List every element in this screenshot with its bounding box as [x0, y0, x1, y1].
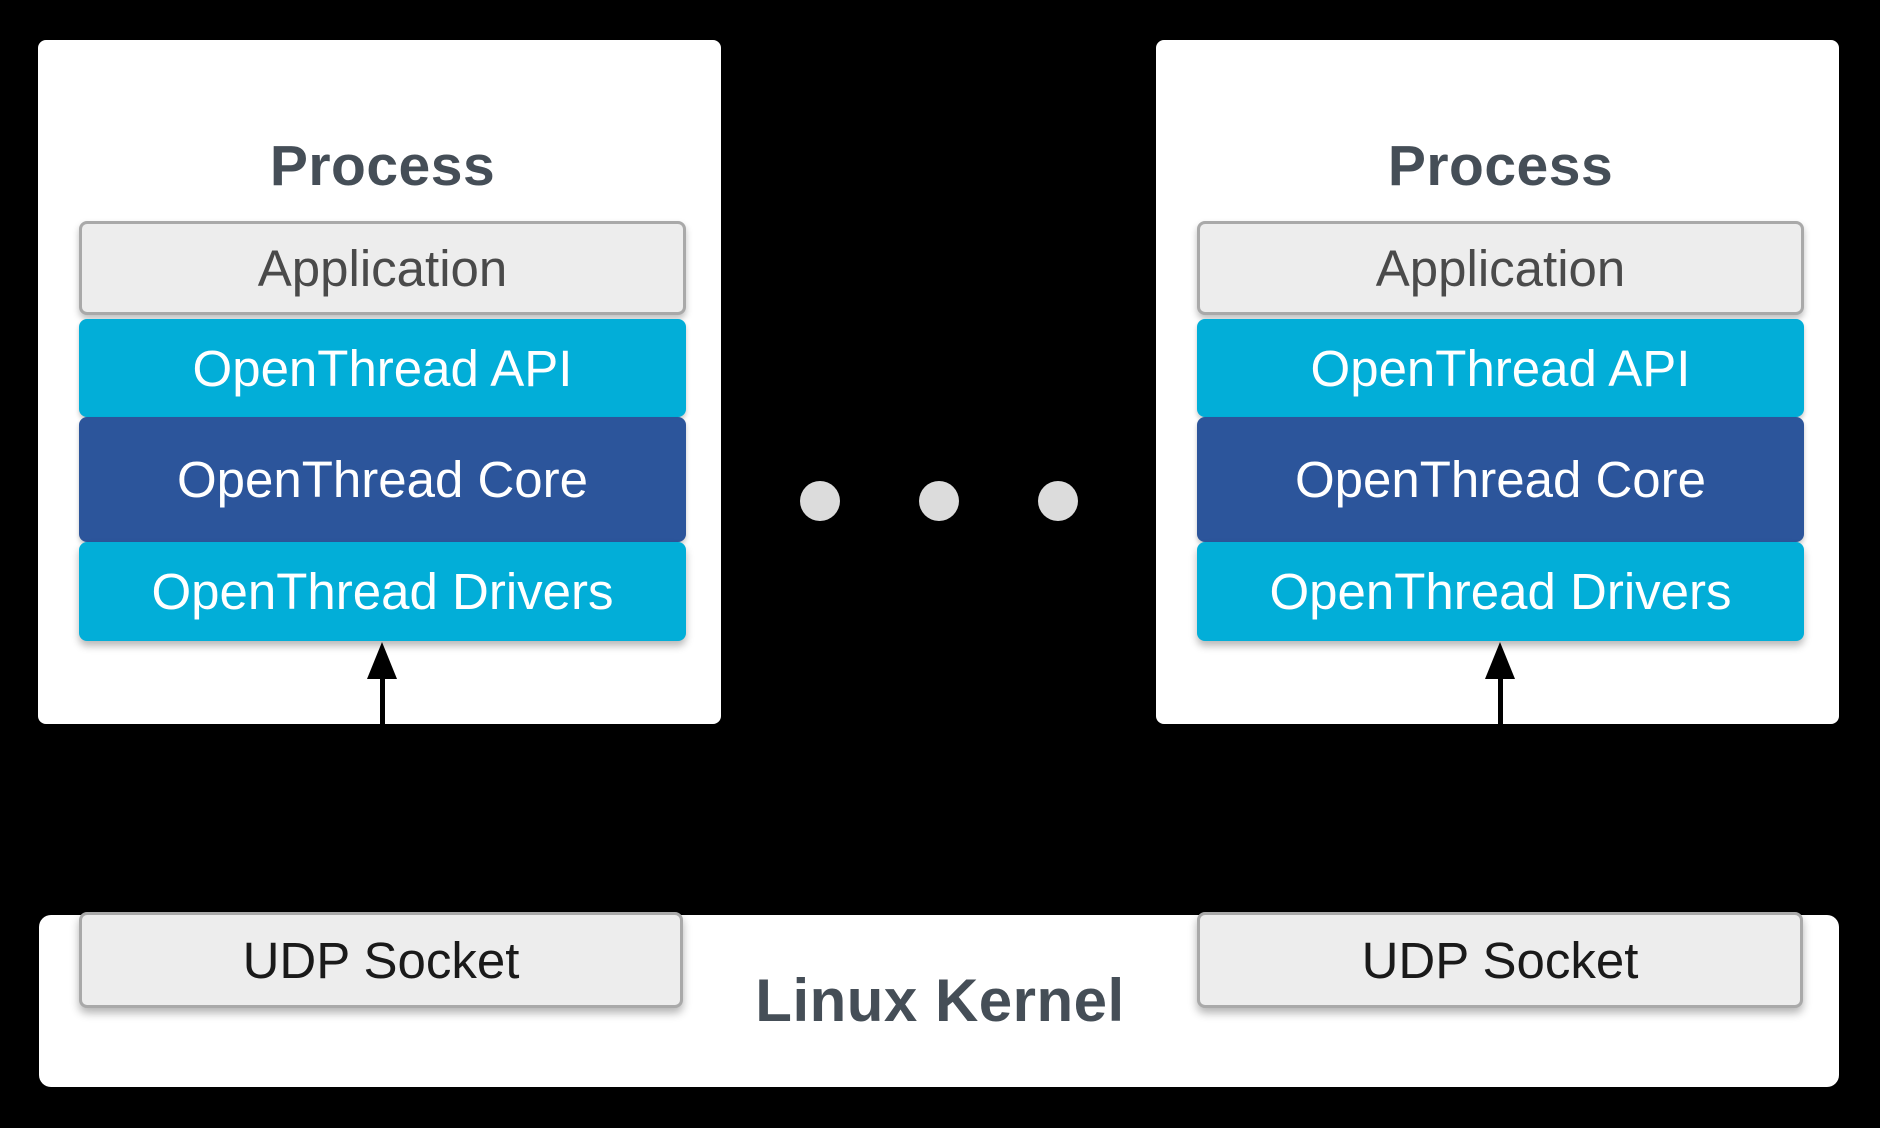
layer-openthread-api-label: OpenThread API — [1310, 339, 1691, 397]
layer-openthread-api: OpenThread API — [1197, 319, 1804, 417]
layer-openthread-drivers-label: OpenThread Drivers — [1269, 563, 1732, 620]
layer-openthread-core-label: OpenThread Core — [176, 451, 589, 508]
ellipsis-dot — [1038, 481, 1078, 521]
linux-kernel-title: Linux Kernel — [755, 967, 1125, 1034]
arrow-shaft — [1497, 678, 1503, 724]
process-title: Process — [1387, 134, 1614, 198]
arrow-up-icon — [1485, 642, 1515, 724]
process-title: Process — [269, 134, 496, 198]
layer-openthread-api-label: OpenThread API — [192, 339, 573, 397]
ellipsis-icon — [800, 481, 1078, 521]
udp-socket-label: UDP Socket — [242, 931, 520, 989]
arrow-up-icon — [367, 642, 397, 724]
layer-openthread-drivers-label: OpenThread Drivers — [151, 563, 614, 620]
layer-openthread-drivers: OpenThread Drivers — [1197, 542, 1804, 641]
process-card-right: Process Application OpenThread API OpenT… — [1156, 40, 1839, 724]
layer-openthread-core: OpenThread Core — [79, 417, 686, 542]
arrow-shaft — [379, 678, 385, 724]
ellipsis-dot — [800, 481, 840, 521]
layer-application: Application — [1197, 221, 1804, 315]
layer-openthread-drivers: OpenThread Drivers — [79, 542, 686, 641]
udp-socket-left: UDP Socket — [79, 912, 683, 1008]
udp-socket-right: UDP Socket — [1197, 912, 1803, 1008]
layer-openthread-api: OpenThread API — [79, 319, 686, 417]
ellipsis-dot — [919, 481, 959, 521]
layer-openthread-core-label: OpenThread Core — [1294, 451, 1707, 508]
layer-openthread-core: OpenThread Core — [1197, 417, 1804, 542]
udp-socket-label: UDP Socket — [1361, 931, 1639, 989]
arrow-head — [1485, 642, 1515, 679]
layer-application: Application — [79, 221, 686, 315]
layer-application-label: Application — [257, 239, 508, 297]
layer-application-label: Application — [1375, 239, 1626, 297]
process-card-left: Process Application OpenThread API OpenT… — [38, 40, 721, 724]
arrow-head — [367, 642, 397, 679]
